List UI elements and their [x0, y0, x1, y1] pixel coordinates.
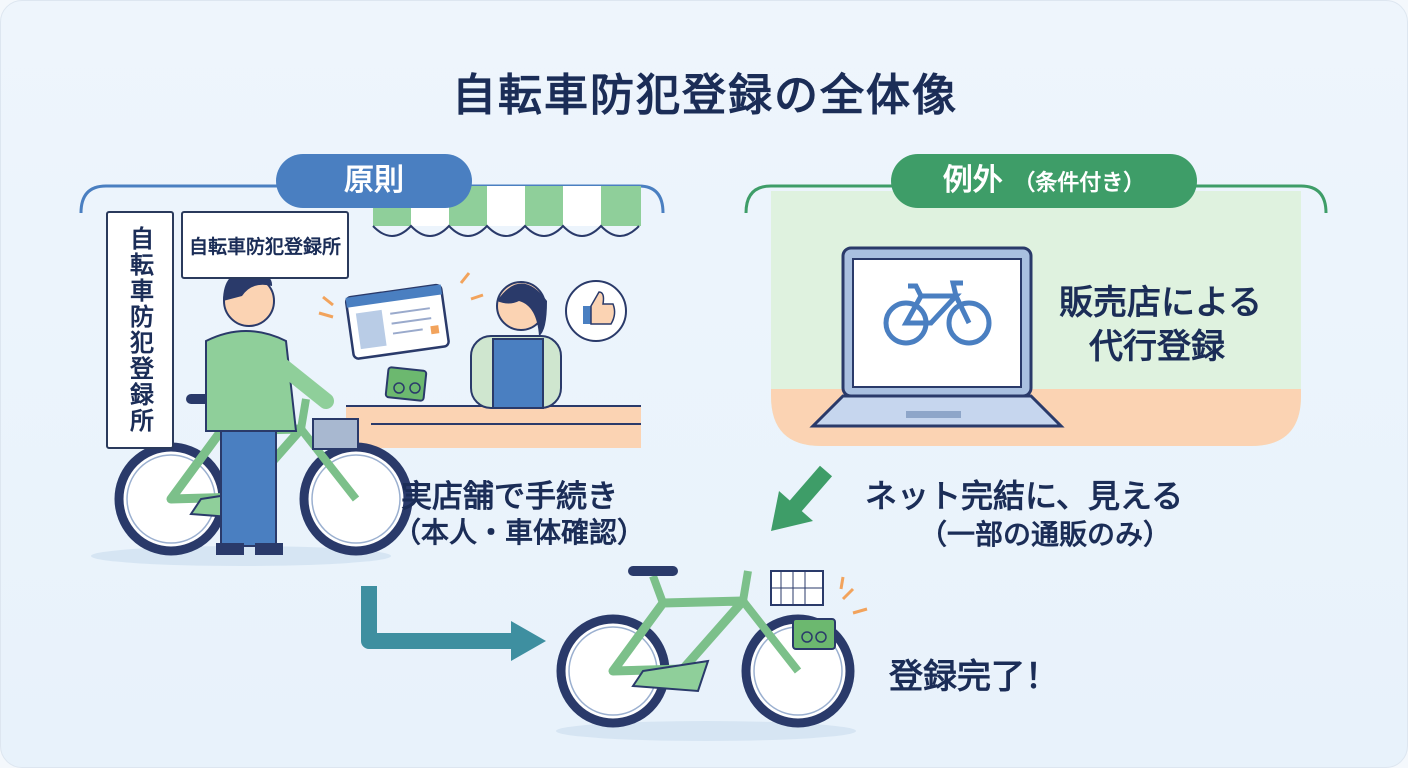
- exception-label-main: 例外: [942, 163, 1003, 198]
- principle-label: 原則: [276, 154, 472, 208]
- registration-office-sign-vertical: 自転車防犯登録所: [106, 211, 174, 449]
- shop-clerk: [470, 281, 562, 409]
- exception-caption-sub: （一部の通販のみ）: [919, 518, 1172, 551]
- exception-label-sub: （条件付き）: [1013, 171, 1146, 196]
- principle-caption: 実店舗で手続き: [401, 479, 618, 515]
- thumbs-up-bubble-icon: [565, 280, 627, 342]
- laptop-icon: [809, 246, 1065, 428]
- customer-person: [205, 270, 334, 555]
- flow-arrow-exception: [786, 465, 833, 515]
- registration-sticker-icon: [384, 366, 428, 402]
- exception-panel-line1: 販売店による: [1059, 283, 1262, 323]
- bicycle-icon: [883, 280, 992, 346]
- flow-arrow-principle: [361, 586, 516, 649]
- registration-office-sign-horizontal: 自転車防犯登録所: [181, 211, 349, 279]
- registration-sticker-icon: [792, 618, 836, 650]
- page-title: 自転車防犯登録の全体像: [452, 70, 958, 121]
- principle-caption-sub: （本人・車体確認）: [393, 516, 646, 549]
- id-card-icon: [344, 283, 450, 360]
- exception-label: 例外 （条件付き）: [891, 154, 1197, 208]
- registration-complete-label: 登録完了！: [889, 657, 1059, 697]
- exception-caption: ネット完結に、見える: [865, 477, 1184, 515]
- shop-counter: [346, 406, 641, 448]
- exception-panel-line2: 代行登録: [1089, 327, 1225, 367]
